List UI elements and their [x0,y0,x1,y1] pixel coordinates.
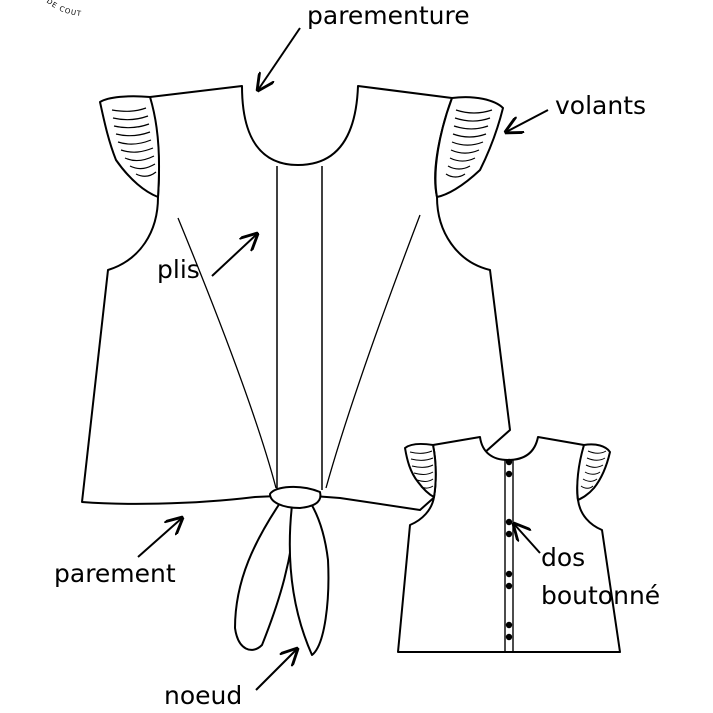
back-garment [397,436,621,653]
label-dos: dos [541,543,586,572]
tie-left-end [234,499,297,651]
button [505,570,513,578]
button [505,582,513,590]
brand-seal: RONS DE COUT [28,0,82,18]
label-volants: volants [555,91,647,120]
right-ruffle-gathers [445,109,493,178]
arrow-plis [211,234,257,277]
back-right-sleeve [576,443,611,501]
arrow-dos-boutonne [514,524,541,554]
button [505,530,513,538]
front-pleats [177,214,421,489]
front-left-sleeve [99,95,161,198]
left-ruffle-gathers [111,107,157,177]
front-placket [276,166,323,490]
front-garment [81,85,511,511]
tie-right-end [288,501,330,656]
label-boutonne: boutonné [541,581,661,610]
knot-body [269,486,322,509]
label-plis: plis [157,255,200,284]
svg-text:RONS DE COUT: RONS DE COUT [28,0,82,18]
seal-text: RONS DE COUT [28,0,81,18]
front-body-outline [81,85,511,511]
back-buttons [505,458,513,641]
back-left-sleeve [404,443,437,498]
arrow-parementure [258,27,301,90]
button [505,458,513,466]
front-knot [234,486,330,656]
button [505,470,513,478]
label-noeud: noeud [164,681,243,710]
arrow-noeud [255,649,297,691]
back-ruffle-gathers [409,450,607,489]
front-right-sleeve [434,96,504,198]
button [505,633,513,641]
arrow-parement [137,518,182,558]
button [505,621,513,629]
label-arrows [137,27,549,691]
label-parement: parement [54,559,176,588]
button [505,518,513,526]
arrow-volants [506,109,549,132]
back-placket [504,460,514,652]
label-parementure: parementure [307,1,470,30]
